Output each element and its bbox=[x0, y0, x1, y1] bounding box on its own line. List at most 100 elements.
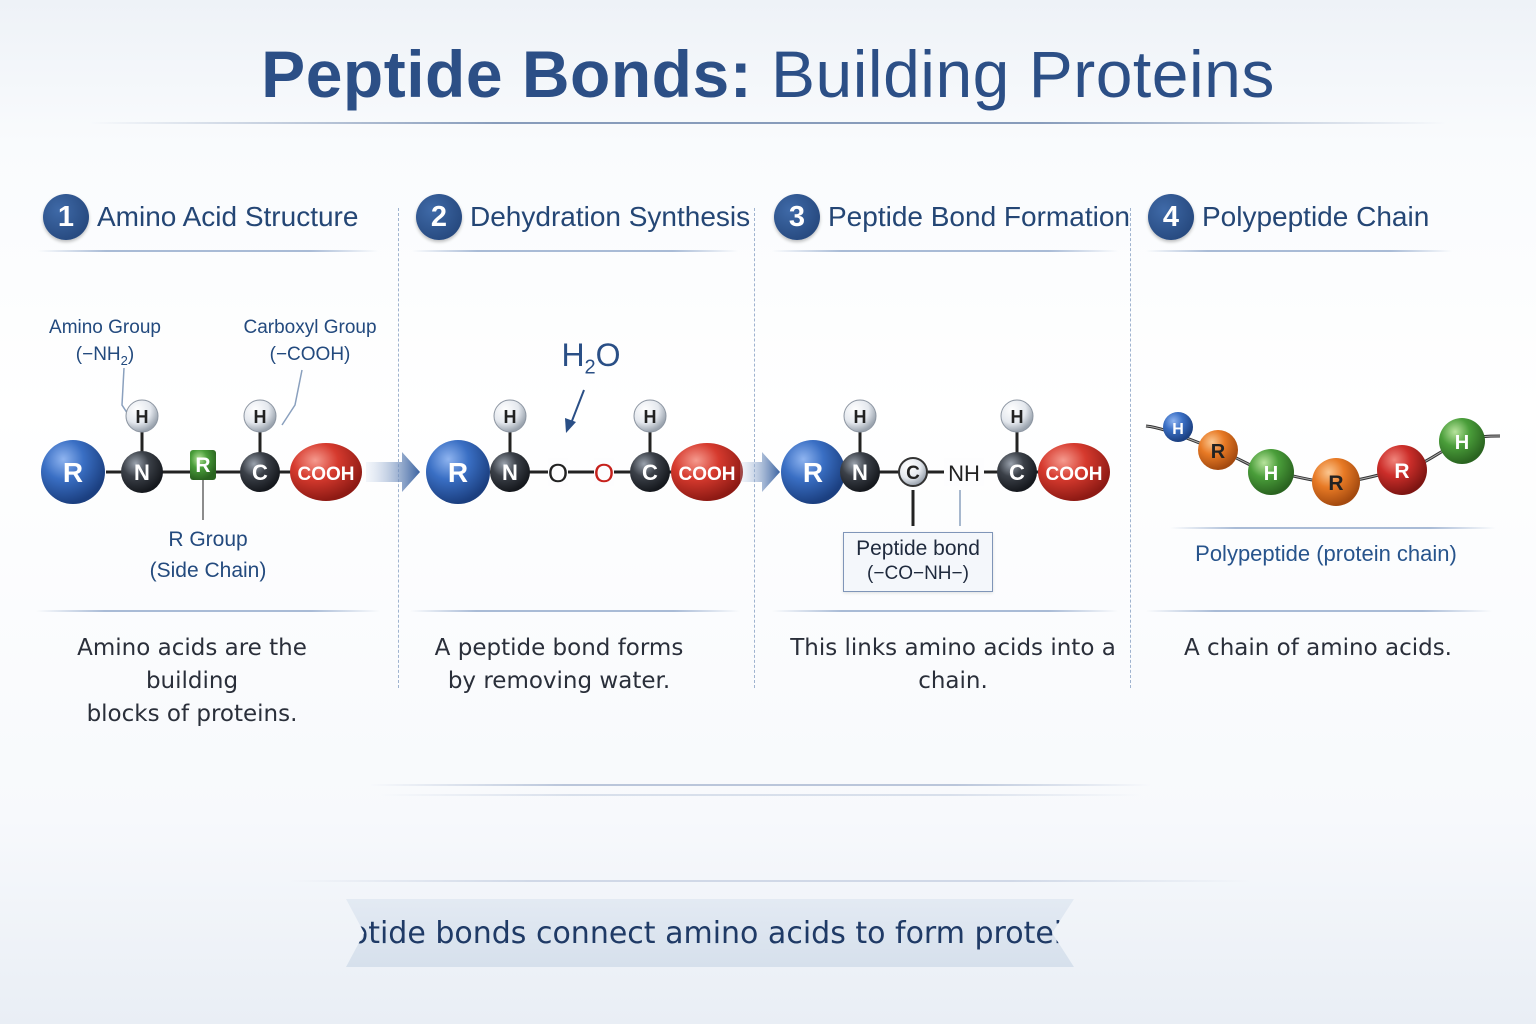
h-atom-label: H bbox=[136, 407, 149, 427]
title-light: Building Proteins bbox=[771, 37, 1275, 111]
chain-r-label: R bbox=[1394, 460, 1409, 483]
c-atom bbox=[240, 452, 280, 492]
nh-label: NH bbox=[948, 461, 980, 486]
chain-r-atom bbox=[1377, 445, 1427, 495]
o-atom-bg bbox=[548, 458, 568, 486]
n-atom-label: N bbox=[502, 460, 518, 485]
arrow-right-icon bbox=[740, 452, 780, 492]
c-atom-label: C bbox=[1009, 460, 1025, 485]
chain-r-label: R bbox=[1328, 472, 1343, 495]
cooh-label: COOH bbox=[679, 464, 736, 485]
side-chain-name: (Side Chain) bbox=[149, 559, 267, 582]
amino-acid-molecule: R N H R C H COOH bbox=[41, 367, 362, 520]
o-atom-red-label: O bbox=[594, 458, 614, 488]
r-atom-label: R bbox=[448, 457, 468, 488]
step-1-number: 1 bbox=[43, 194, 89, 240]
h-atom bbox=[125, 399, 159, 433]
title-bold: Peptide Bonds: bbox=[261, 37, 753, 111]
column-divider bbox=[398, 208, 399, 688]
peptide-bond-name: Peptide bond bbox=[856, 537, 980, 560]
c-atom bbox=[630, 452, 670, 492]
polypeptide-rule bbox=[1170, 527, 1496, 529]
peptide-bond-callout: Peptide bond (−CO−NH−) bbox=[843, 532, 993, 592]
cooh-group bbox=[290, 443, 362, 501]
carboxyl-group-label: Carboxyl Group (−COOH) bbox=[240, 314, 380, 368]
chain-h-atom bbox=[1248, 449, 1294, 495]
step-2-header-rule bbox=[412, 250, 738, 252]
title-underline bbox=[90, 122, 1446, 124]
c-atom-carbonyl bbox=[898, 457, 928, 487]
n-atom bbox=[840, 452, 880, 492]
step-4-header-rule bbox=[1146, 250, 1452, 252]
summary-banner: Peptide bonds connect amino acids to for… bbox=[346, 899, 1074, 967]
polypeptide-chain: H R H R R H bbox=[1145, 412, 1501, 506]
arrow-right-icon bbox=[366, 452, 420, 492]
water-label: H2O bbox=[561, 337, 621, 379]
step-3-header: 3 Peptide Bond Formation bbox=[774, 194, 1130, 240]
carboxyl-group-formula: (−COOH) bbox=[269, 344, 351, 365]
step-2-number: 2 bbox=[416, 194, 462, 240]
step-1-title: Amino Acid Structure bbox=[97, 201, 359, 232]
step-4-header: 4 Polypeptide Chain bbox=[1148, 194, 1429, 240]
page-title: Peptide Bonds: Building Proteins bbox=[0, 36, 1536, 112]
chain-h-atom bbox=[1163, 412, 1193, 442]
cooh-group bbox=[671, 443, 743, 501]
decor-rule bbox=[370, 784, 1150, 786]
column-divider bbox=[754, 208, 755, 688]
step-3-number: 3 bbox=[774, 194, 820, 240]
r-side-chain-block bbox=[190, 450, 216, 480]
decor-rule bbox=[380, 794, 1140, 796]
column-divider bbox=[1130, 208, 1131, 688]
polypeptide-label: Polypeptide (protein chain) bbox=[1195, 541, 1457, 566]
nh-bg bbox=[944, 458, 984, 486]
r-group-label: R Group (Side Chain) bbox=[138, 524, 278, 586]
step-4-title: Polypeptide Chain bbox=[1202, 201, 1430, 232]
chain-r-label: R bbox=[1211, 441, 1226, 463]
c-atom bbox=[997, 452, 1037, 492]
chain-r-atom bbox=[1312, 458, 1360, 506]
h-atom-label: H bbox=[254, 407, 267, 427]
c-atom-label: C bbox=[906, 463, 920, 484]
step-2-header: 2 Dehydration Synthesis bbox=[416, 194, 750, 240]
h-atom-label: H bbox=[644, 407, 657, 427]
step-4-desc-rule bbox=[1146, 610, 1492, 612]
cooh-group bbox=[1038, 443, 1110, 501]
n-atom bbox=[490, 452, 530, 492]
r-side-chain-label: R bbox=[195, 454, 210, 477]
step-3-header-rule bbox=[772, 250, 1118, 252]
cooh-label: COOH bbox=[298, 464, 355, 485]
h-atom bbox=[493, 399, 527, 433]
h-atom bbox=[633, 399, 667, 433]
dehydration-molecule: R N H O O C H COOH bbox=[426, 389, 743, 504]
h-atom-label: H bbox=[504, 407, 517, 427]
n-atom-label: N bbox=[852, 460, 868, 485]
decor-rule bbox=[290, 880, 1250, 882]
r-group-name: R Group bbox=[168, 528, 248, 551]
h-atom bbox=[243, 399, 277, 433]
step-4-number: 4 bbox=[1148, 194, 1194, 240]
chain-h-label: H bbox=[1264, 463, 1278, 485]
amino-group-label: Amino Group (−NH2) bbox=[40, 314, 170, 374]
c-atom-label: C bbox=[252, 460, 268, 485]
h-atom-label: H bbox=[1011, 407, 1024, 427]
summary-text: Peptide bonds connect amino acids to for… bbox=[313, 915, 1107, 951]
peptide-bond-formula: (−CO−NH−) bbox=[867, 563, 969, 584]
n-atom-label: N bbox=[134, 460, 150, 485]
chain-h-label: H bbox=[1455, 432, 1469, 454]
step-2-desc-rule bbox=[410, 610, 740, 612]
chain-h-label: H bbox=[1172, 421, 1184, 438]
amino-group-name: Amino Group bbox=[49, 317, 161, 338]
r-atom bbox=[41, 440, 105, 504]
h-atom bbox=[1000, 399, 1034, 433]
step-3-description: This links amino acids into a chain. bbox=[790, 635, 1116, 694]
chain-r-atom bbox=[1198, 430, 1238, 470]
n-atom bbox=[121, 451, 163, 493]
o-atom-bg bbox=[594, 458, 614, 486]
carboxyl-group-name: Carboxyl Group bbox=[243, 317, 377, 338]
arrow-down-icon bbox=[565, 418, 576, 433]
step-2-title: Dehydration Synthesis bbox=[470, 201, 751, 232]
h-atom bbox=[843, 399, 877, 433]
